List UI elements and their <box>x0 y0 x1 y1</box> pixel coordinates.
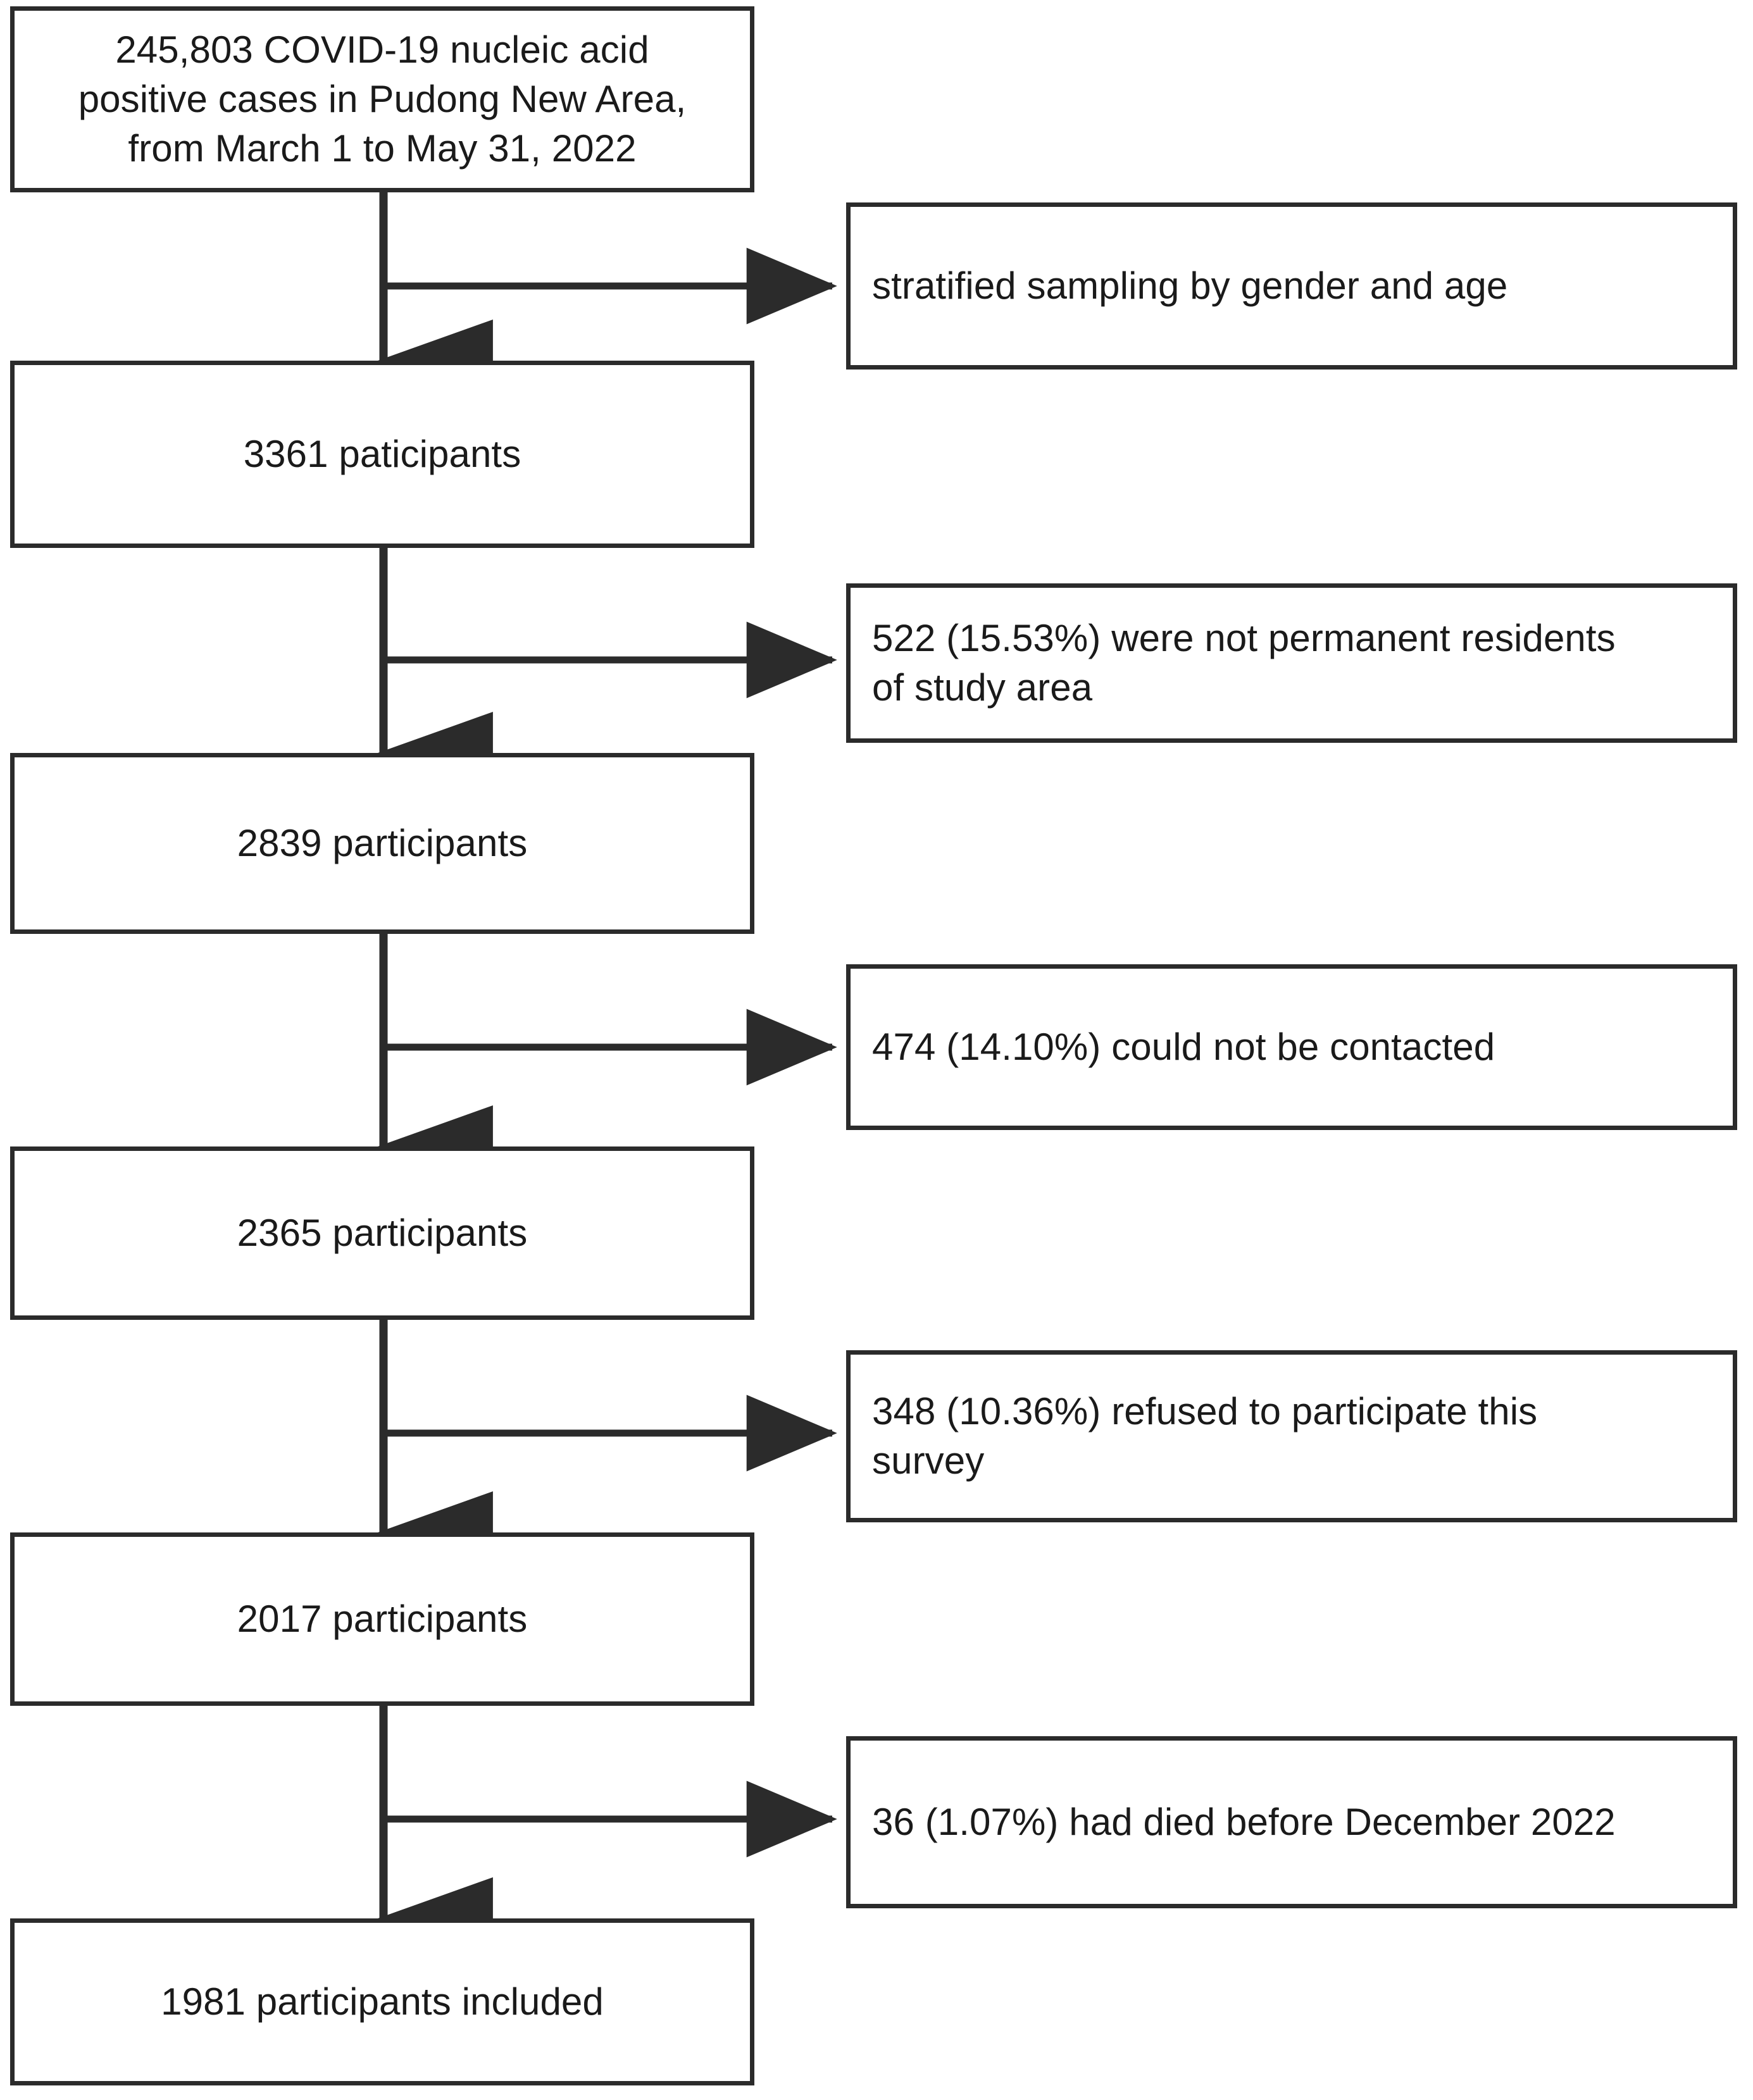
flow-box-final-included-label: 1981 participants included <box>161 1980 604 2023</box>
exclusion-box-not-permanent-residents: 522 (15.53%) were not permanent resident… <box>846 583 1737 743</box>
exclusion-box-not-permanent-residents-label: 522 (15.53%) were not permanent resident… <box>872 617 1616 709</box>
connector-stage-2 <box>377 548 837 794</box>
flow-box-permanent-residents: 2839 participants <box>10 753 754 934</box>
flow-box-contacted-participants: 2365 participants <box>10 1146 754 1320</box>
flow-box-contacted-participants-label: 2365 participants <box>237 1212 528 1254</box>
exclusion-box-not-contacted: 474 (14.10%) could not be contacted <box>846 964 1737 1130</box>
exclusion-box-sampling-method: stratified sampling by gender and age <box>846 202 1737 370</box>
flow-box-final-included: 1981 participants included <box>10 1918 754 2085</box>
connector-stage-3 <box>377 934 837 1188</box>
flow-box-sampled-participants-label: 3361 paticipants <box>243 433 521 475</box>
connector-stage-5 <box>377 1706 837 1960</box>
connector-stage-1 <box>377 192 837 402</box>
flow-box-consenting-participants: 2017 participants <box>10 1532 754 1706</box>
flow-box-permanent-residents-label: 2839 participants <box>237 822 528 864</box>
exclusion-box-not-contacted-label: 474 (14.10%) could not be contacted <box>872 1026 1495 1068</box>
flow-box-consenting-participants-label: 2017 participants <box>237 1598 528 1640</box>
connector-stage-4 <box>377 1320 837 1574</box>
exclusion-box-died-before-december: 36 (1.07%) had died before December 2022 <box>846 1736 1737 1908</box>
flow-box-source-population-label: 245,803 COVID-19 nucleic acid positive c… <box>78 28 687 170</box>
flow-box-sampled-participants: 3361 paticipants <box>10 361 754 548</box>
exclusion-box-died-before-december-label: 36 (1.07%) had died before December 2022 <box>872 1801 1616 1843</box>
flow-box-source-population: 245,803 COVID-19 nucleic acid positive c… <box>10 6 754 192</box>
exclusion-box-refused-participation: 348 (10.36%) refused to participate this… <box>846 1350 1737 1522</box>
exclusion-box-refused-participation-label: 348 (10.36%) refused to participate this… <box>872 1390 1538 1482</box>
exclusion-box-sampling-method-label: stratified sampling by gender and age <box>872 264 1508 307</box>
